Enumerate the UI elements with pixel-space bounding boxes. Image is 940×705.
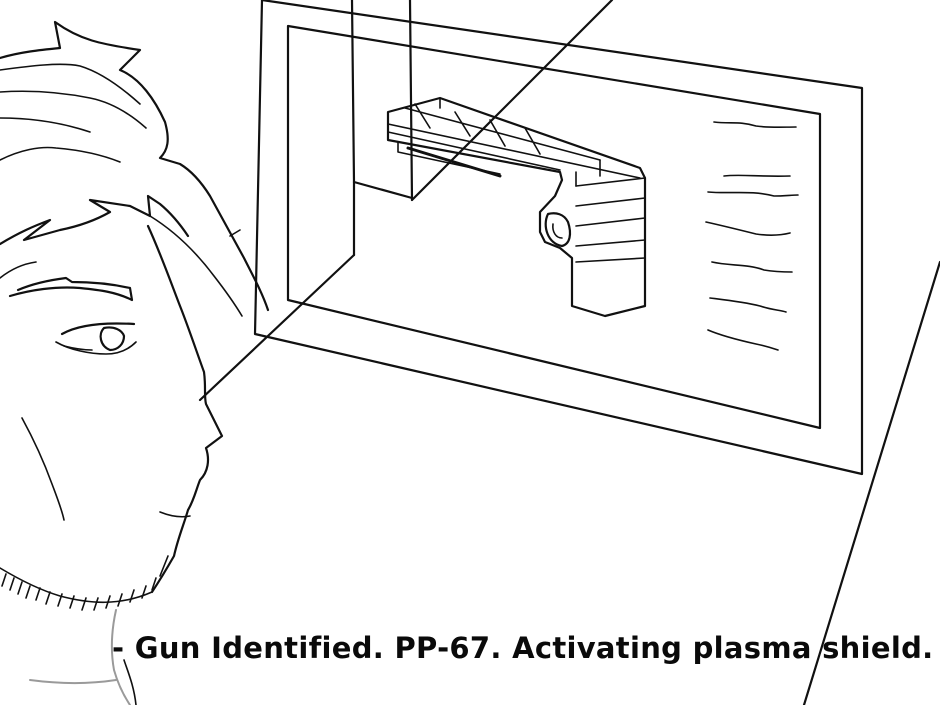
screen-outer-frame <box>253 0 864 476</box>
gun-hologram <box>386 96 647 318</box>
caption-text: - Gun Identified. PP-67. Activating plas… <box>112 631 934 665</box>
projection-beam <box>198 0 614 402</box>
character-head <box>0 20 270 611</box>
screen-inner-frame <box>286 24 822 430</box>
hologram-screen <box>253 0 864 476</box>
room-edge-line <box>802 260 940 705</box>
screen-readout-lines <box>705 121 799 351</box>
character-neck <box>29 609 137 705</box>
